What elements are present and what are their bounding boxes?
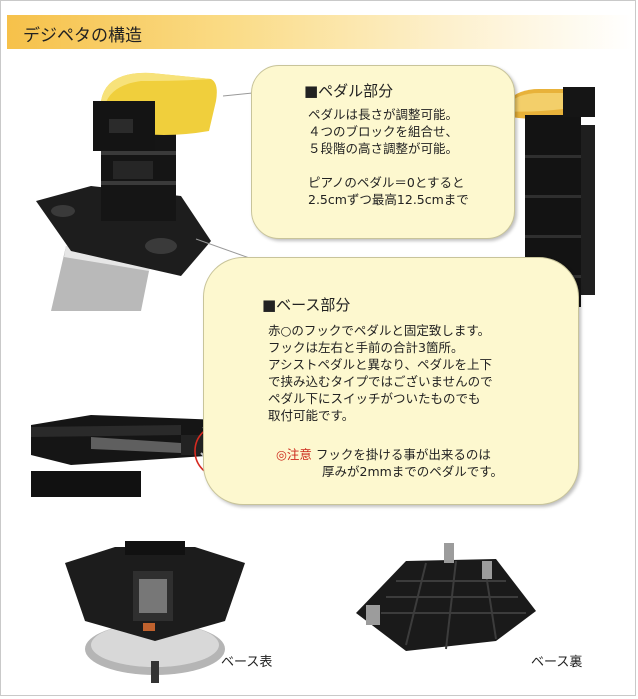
- caption-base-front: ベース表: [221, 655, 273, 670]
- base-callout: ■ベース部分 赤○のフックでペダルと固定致します。 フックは左右と手前の合計3箇…: [203, 257, 579, 505]
- pedal-callout: ■ペダル部分 ペダルは長さが調整可能。 ４つのブロックを組合せ、 ５段階の高さ調…: [251, 65, 515, 239]
- base-back-photo: [346, 541, 546, 657]
- pedal-line-5: ピアノのペダル＝0とすると: [308, 175, 465, 190]
- pedal-line-3: ５段階の高さ調整が可能。: [308, 141, 459, 156]
- caption-base-back: ベース裏: [531, 655, 583, 670]
- pedal-assembly-photo: [31, 71, 251, 311]
- note-line-1: フックを掛ける事が出来るのは: [315, 447, 491, 462]
- pedal-line-1: ペダルは長さが調整可能。: [308, 107, 459, 122]
- base-line-2: フックは左右と手前の合計3箇所。: [268, 340, 464, 355]
- base-line-5: ペダル下にスイッチがついたものでも: [268, 391, 481, 406]
- base-line-3: アシストペダルと異なり、ペダルを上下: [268, 357, 493, 372]
- note-label: ◎注意: [276, 447, 312, 462]
- base-front-photo: [55, 531, 255, 689]
- pedal-line-4: [308, 157, 469, 174]
- base-line-4: で挟み込むタイプではございませんので: [268, 374, 493, 389]
- base-line-6: 取付可能です。: [268, 408, 355, 423]
- pedal-heading: ■ペダル部分: [304, 82, 394, 100]
- page-title: デジペタの構造: [23, 26, 142, 46]
- base-heading: ■ベース部分: [262, 296, 351, 314]
- note-line-2: 厚みが2mmまでのペダルです。: [322, 464, 504, 479]
- base-line-1: 赤○のフックでペダルと固定致します。: [268, 323, 491, 338]
- title-bar: デジペタの構造: [7, 15, 633, 49]
- pedal-line-2: ４つのブロックを組合せ、: [308, 124, 459, 139]
- pedal-line-6: 2.5cmずつ最高12.5cmまで: [308, 192, 469, 207]
